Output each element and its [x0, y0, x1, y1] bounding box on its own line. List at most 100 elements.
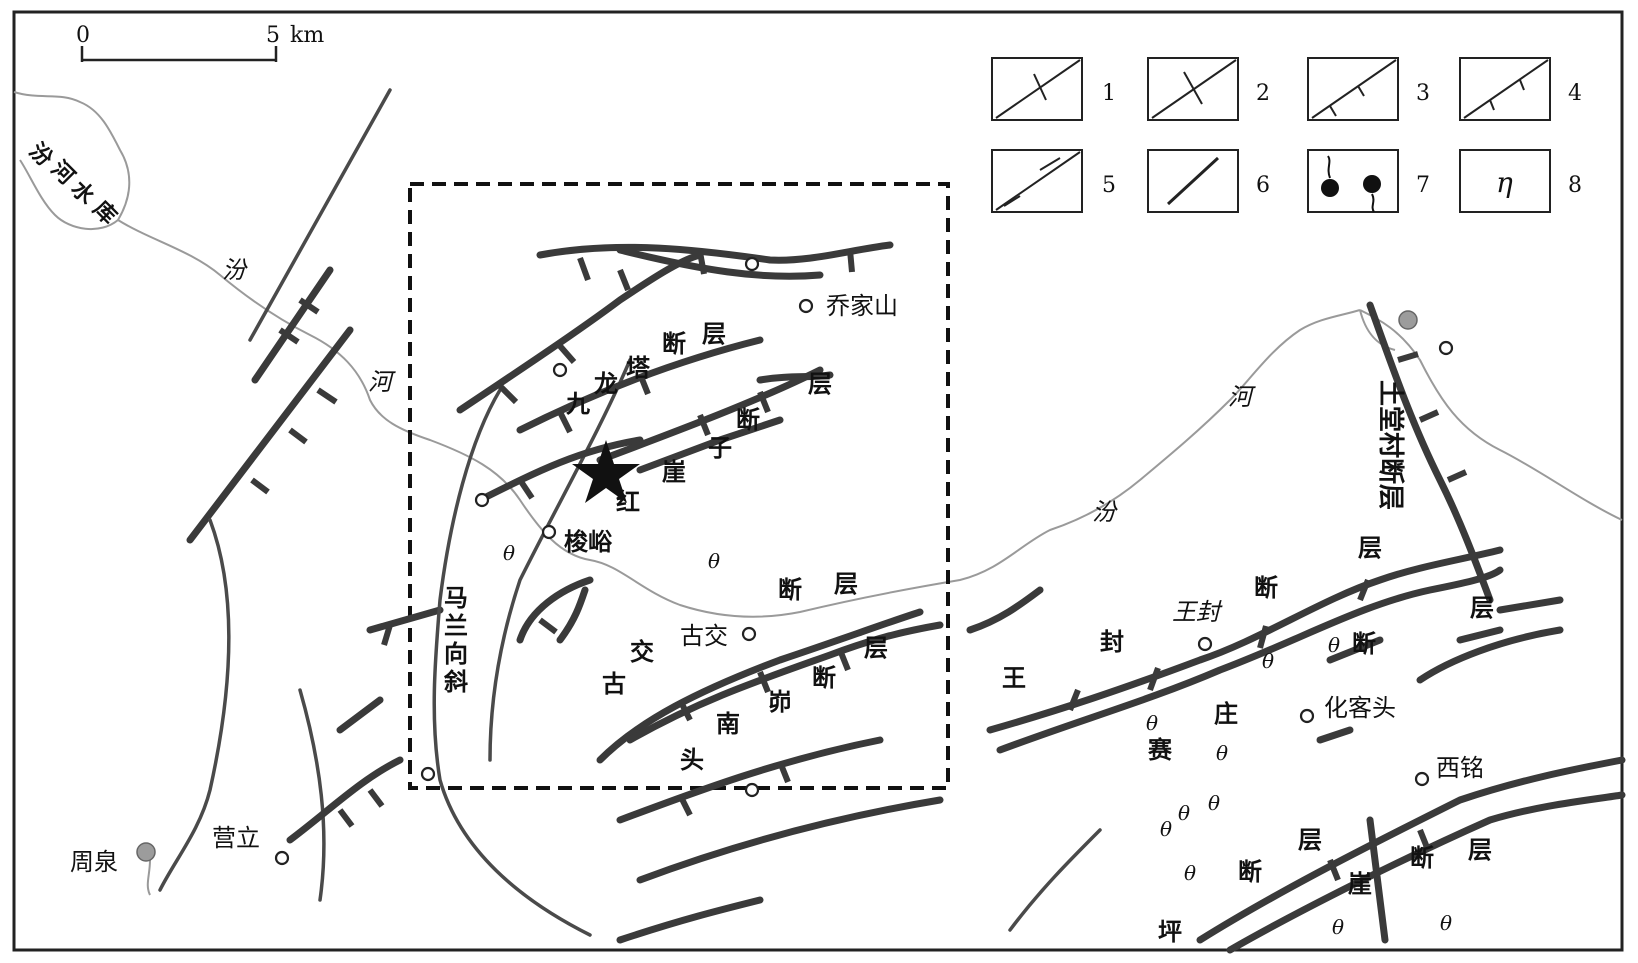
town-sw: [420, 766, 436, 782]
svg-text:θ: θ: [1262, 649, 1274, 673]
legend-item-4: 4: [1459, 57, 1582, 121]
nanshan-5: 头: [680, 745, 704, 774]
svg-text:1: 1: [1102, 81, 1116, 106]
saizhuang-1: 赛: [1147, 735, 1173, 764]
nanshan-1: 南: [716, 709, 740, 738]
legend-item-3: 3: [1307, 57, 1430, 121]
town-ne: [1438, 340, 1454, 356]
gujiao-fault-2: 交: [630, 637, 654, 666]
reservoir-char-4: 库: [88, 196, 122, 230]
place-labels: 乔家山 梭峪 古交 王封 化客头 西铭 周泉 营立: [70, 292, 1484, 876]
tutangcun-label: 土堂村断层: [1375, 380, 1406, 510]
river-label-he-2: 河: [1228, 383, 1256, 411]
spring-zhouquan: [136, 842, 156, 862]
scale-unit: km: [290, 23, 324, 48]
towns: [274, 256, 1454, 866]
saizhuang-3: 断: [1352, 629, 1376, 658]
label-zhouquan: 周泉: [70, 848, 118, 876]
hongyazi-5: 层: [808, 369, 832, 398]
eta-symbols: θ θ θ θ θ θ θ θ θ θ θ θ: [503, 541, 1452, 939]
nanshan-4: 层: [864, 633, 888, 662]
town-jiulongta: [552, 362, 568, 378]
yaping-6: 层: [1298, 825, 1322, 854]
label-qiaojiashan: 乔家山: [826, 292, 898, 320]
syncline-2: 兰: [444, 611, 468, 640]
fault-labels: 九 龙 塔 断 层 红 崖 子 断 层 古 交 断 层 南 峁 断 层 头 王 …: [565, 319, 1494, 946]
faults: [158, 88, 1626, 954]
river-label-he-1: 河: [368, 368, 396, 396]
saizhuang-2: 庄: [1214, 699, 1238, 728]
hongyazi-2: 崖: [662, 457, 686, 486]
label-suoyu: 梭峪: [564, 528, 613, 556]
syncline-3: 向: [444, 639, 468, 668]
saizhuang-4: 层: [1470, 593, 1494, 622]
svg-text:θ: θ: [1440, 911, 1452, 935]
jiulongta-5: 层: [702, 319, 726, 348]
svg-text:η: η: [1496, 166, 1513, 199]
svg-text:8: 8: [1568, 173, 1582, 198]
yaping-1: 坪: [1158, 917, 1182, 946]
svg-text:θ: θ: [1184, 861, 1196, 885]
svg-text:θ: θ: [1178, 801, 1190, 825]
town-south: [744, 782, 760, 798]
legend-item-6: 6: [1147, 149, 1270, 213]
town-gujiao: [741, 626, 757, 642]
jiulongta-4: 断: [662, 329, 686, 358]
svg-text:θ: θ: [1332, 915, 1344, 939]
yaping-3: 断: [1410, 843, 1434, 872]
scale-zero: 0: [76, 23, 90, 48]
spring-north: [1398, 310, 1418, 330]
legend-item-7: 7: [1307, 149, 1430, 213]
reservoir-outline: [13, 91, 131, 231]
legend-item-2: 2: [1147, 57, 1270, 121]
nanshan-3: 断: [812, 663, 836, 692]
gujiao-fault-4: 层: [834, 569, 858, 598]
hongyazi-4: 断: [736, 405, 760, 434]
svg-text:θ: θ: [708, 549, 720, 573]
wangfeng-fault-2: 封: [1100, 627, 1124, 656]
jiulongta-2: 龙: [594, 369, 618, 398]
legend-item-5: 5: [991, 149, 1116, 213]
legend: 1 2 3 4 5: [991, 57, 1582, 213]
town-huakatou: [1299, 708, 1315, 724]
gujiao-fault-3: 断: [778, 575, 802, 604]
svg-text:θ: θ: [1146, 711, 1158, 735]
study-area-box: [408, 182, 950, 790]
svg-text:θ: θ: [503, 541, 515, 565]
wangfeng-fault-4: 层: [1358, 533, 1382, 562]
wangfeng-fault-3: 断: [1254, 573, 1278, 602]
svg-text:4: 4: [1568, 81, 1582, 106]
svg-text:3: 3: [1416, 81, 1430, 106]
svg-text:θ: θ: [1328, 633, 1340, 657]
svg-text:2: 2: [1256, 81, 1270, 106]
nanshan-2: 峁: [768, 687, 792, 716]
spring-stream-zhouquan: [146, 859, 151, 896]
gujiao-fault-1: 古: [602, 669, 626, 698]
town-north: [744, 256, 760, 272]
svg-text:θ: θ: [1216, 741, 1228, 765]
hongyazi-1: 红: [616, 487, 640, 516]
yaping-4: 层: [1468, 835, 1492, 864]
label-yingli: 营立: [212, 824, 260, 852]
scale-five: 5: [266, 23, 280, 48]
syncline-label: 马 兰 向 斜: [443, 583, 468, 696]
label-wangfeng: 王封: [1172, 598, 1223, 626]
svg-text:5: 5: [1102, 173, 1116, 198]
jiulongta-3: 塔: [626, 353, 651, 382]
reservoir-label: 汾 河 水 库: [24, 138, 122, 230]
yaping-2: 崖: [1348, 869, 1372, 898]
label-ximing: 西铭: [1436, 754, 1484, 782]
town-ximing: [1414, 771, 1430, 787]
label-huakatou: 化客头: [1324, 694, 1396, 722]
town-wangfeng: [1197, 636, 1213, 652]
syncline-4: 斜: [443, 667, 468, 696]
svg-text:6: 6: [1256, 173, 1270, 198]
scale-bar: 0 5 km: [76, 23, 324, 62]
fen-river-east: [1359, 309, 1623, 521]
reservoir-char-3: 水: [66, 176, 101, 211]
jiulongta-1: 九: [565, 389, 590, 418]
yaping-5: 断: [1238, 857, 1262, 886]
hongyazi-3: 子: [708, 433, 732, 462]
